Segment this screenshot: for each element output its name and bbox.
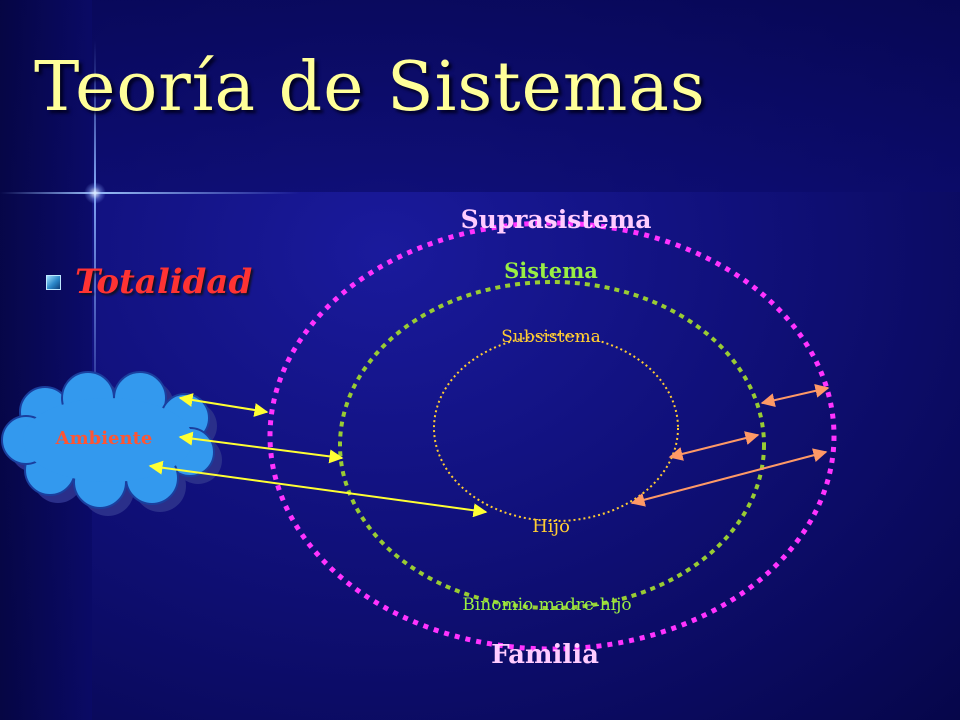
label-hijo: Hijo [532, 516, 570, 537]
label-ambiente: Ambiente [55, 428, 153, 449]
arrow-sistema-suprasistema [760, 383, 830, 408]
light-flare-core [84, 182, 106, 204]
background-left-band [0, 0, 92, 720]
label-sistema: Sistema [504, 258, 598, 283]
label-familia: Familia [491, 640, 599, 670]
arrow-ambiente-sistema [178, 431, 344, 464]
square-bullet-icon [46, 274, 61, 290]
label-subsistema: Subsistema [501, 327, 601, 347]
suprasistema-circle [267, 220, 837, 652]
arrow-subsistema-sistema [668, 431, 760, 461]
label-binomio: Binomio madre-hijo [462, 595, 631, 615]
arrow-hijo-suprasistema [630, 448, 828, 507]
background-top-band [0, 0, 960, 192]
arrow-ambiente-subsistema [148, 460, 488, 518]
bullet-text: Totalidad [75, 262, 253, 302]
subsistema-circle [433, 334, 679, 522]
light-flare-vertical [94, 40, 96, 460]
light-flare-horizontal [0, 192, 300, 194]
label-suprasistema: Suprasistema [461, 205, 652, 234]
slide-title: Teoría de Sistemas [34, 48, 706, 127]
arrow-ambiente-suprasistema [178, 393, 269, 417]
bullet-totalidad: Totalidad [46, 262, 252, 302]
